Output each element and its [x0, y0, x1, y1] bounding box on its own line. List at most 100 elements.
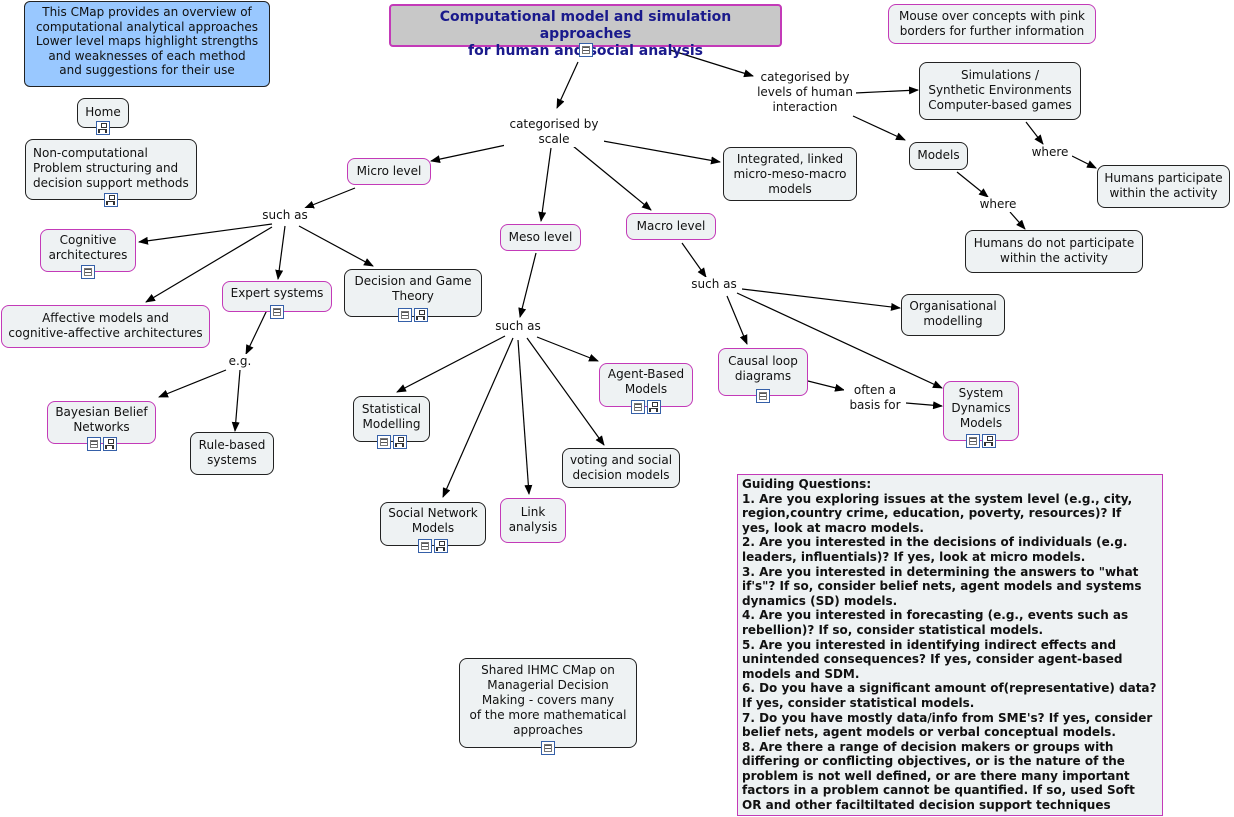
concept-label: Decision and Game Theory [354, 274, 472, 303]
link [538, 147, 552, 222]
link [518, 252, 537, 318]
concept-cognitive-architectures[interactable]: Cognitive architectures [40, 229, 136, 279]
submap-icon[interactable] [982, 434, 996, 448]
mouse-over-note: Mouse over concepts with pink borders fo… [888, 4, 1096, 44]
concept-agent-based-models[interactable]: Agent-Based Models [599, 363, 693, 414]
mouse-over-text: Mouse over concepts with pink borders fo… [898, 9, 1086, 38]
concept-bayesian-belief-networks[interactable]: Bayesian Belief Networks [47, 401, 156, 451]
link-label-such-as: such as [257, 208, 313, 223]
concept-voting-social-decision[interactable]: voting and social decision models [562, 448, 680, 488]
link [1071, 155, 1097, 169]
concept-label: Rule-based systems [198, 438, 266, 467]
document-icon[interactable] [376, 435, 391, 449]
concept-system-dynamics-models[interactable]: System Dynamics Models [943, 381, 1019, 448]
concept-social-network-models[interactable]: Social Network Models [380, 502, 486, 553]
concept-integrated-models[interactable]: Integrated, linked micro-meso-macro mode… [723, 147, 857, 201]
concept-label: Shared IHMC CMap on Managerial Decision … [469, 663, 627, 737]
document-icon[interactable] [270, 305, 284, 319]
submap-icon[interactable] [104, 193, 118, 207]
link [396, 335, 506, 393]
submap-icon[interactable] [102, 437, 117, 451]
link [536, 336, 599, 362]
concept-label: Simulations / Synthetic Environments Com… [928, 68, 1072, 112]
concept-link-analysis[interactable]: Link analysis [500, 498, 566, 543]
concept-label: Statistical Modelling [361, 402, 422, 431]
guiding-question: 8. Are there a range of decision makers … [742, 739, 1135, 813]
concept-label: Expert systems [230, 286, 324, 300]
submap-icon[interactable] [414, 308, 428, 322]
document-icon[interactable] [418, 539, 432, 553]
concept-simulations[interactable]: Simulations / Synthetic Environments Com… [919, 62, 1081, 120]
concept-organisational-modelling[interactable]: Organisational modelling [901, 294, 1005, 336]
concept-statistical-modelling[interactable]: Statistical Modelling [353, 396, 430, 449]
link [430, 144, 507, 164]
link [669, 49, 754, 78]
concept-micro-level[interactable]: Micro level [347, 158, 431, 185]
concept-expert-systems[interactable]: Expert systems [222, 281, 332, 319]
concept-humans-participate[interactable]: Humans participate within the activity [1097, 165, 1230, 208]
document-icon[interactable] [398, 308, 412, 322]
link-label-where: where [1028, 145, 1072, 160]
link-label-by-scale: categorised by scale [504, 117, 604, 147]
document-icon[interactable] [756, 389, 770, 403]
document-icon[interactable] [966, 434, 980, 448]
document-icon[interactable] [81, 265, 95, 279]
guiding-question: 4. Are you interested in forecasting (e.… [742, 608, 1129, 637]
link [138, 223, 273, 245]
submap-icon[interactable] [647, 400, 661, 414]
guiding-question: 7. Do you have mostly data/info from SME… [742, 710, 1153, 740]
concept-label: Organisational modelling [909, 299, 997, 328]
link [145, 226, 273, 303]
link [526, 337, 605, 446]
link [517, 339, 533, 495]
concept-humans-not-participate[interactable]: Humans do not participate within the act… [965, 230, 1143, 273]
document-icon[interactable] [86, 437, 101, 451]
link [245, 309, 268, 355]
concept-label: Micro level [356, 164, 422, 178]
concept-label: Integrated, linked micro-meso-macro mode… [733, 152, 847, 196]
concept-label: voting and social decision models [569, 453, 673, 482]
link [736, 292, 943, 389]
guiding-question: 1. Are you exploring issues at the syste… [742, 491, 1133, 535]
submap-icon[interactable] [96, 121, 110, 135]
info-box: This CMap provides an overview of comput… [24, 1, 270, 87]
concept-decision-game-theory[interactable]: Decision and Game Theory [344, 269, 482, 322]
concept-home[interactable]: Home [77, 98, 129, 135]
info-text: This CMap provides an overview of comput… [35, 5, 259, 78]
link [681, 242, 707, 278]
concept-non-computational[interactable]: Non-computational Problem structuring an… [25, 139, 197, 207]
link [304, 187, 356, 209]
concept-causal-loop-diagrams[interactable]: Causal loop diagrams [718, 348, 808, 403]
link-label-such-as: such as [490, 319, 546, 334]
link-label-often-basis: often a basis for [844, 383, 906, 413]
concept-label: System Dynamics Models [951, 386, 1011, 430]
concept-label: Social Network Models [388, 506, 478, 535]
concept-models[interactable]: Models [909, 142, 968, 170]
link [852, 115, 906, 141]
concept-label: Home [85, 105, 121, 119]
concept-affective-models[interactable]: Affective models and cognitive-affective… [1, 305, 210, 348]
link [275, 225, 286, 280]
submap-icon[interactable] [434, 539, 448, 553]
guiding-question: 6. Do you have a significant amount of(r… [742, 681, 1157, 710]
concept-label: Causal loop diagrams [728, 354, 798, 383]
document-icon[interactable] [578, 43, 593, 57]
concept-shared-ihmc-cmap[interactable]: Shared IHMC CMap on Managerial Decision … [459, 658, 637, 755]
concept-label: Affective models and cognitive-affective… [8, 311, 203, 340]
map-title-text: Computational model and simulation appro… [439, 9, 732, 59]
concept-label: Agent-Based Models [607, 367, 685, 396]
submap-icon[interactable] [392, 435, 407, 449]
concept-rule-based-systems[interactable]: Rule-based systems [190, 432, 274, 475]
concept-label: Humans do not participate within the act… [973, 236, 1135, 265]
guiding-question: 3. Are you interested in determining the… [742, 564, 1142, 608]
concept-label: Non-computational Problem structuring an… [33, 146, 189, 190]
link-label-by-levels: categorised by levels of human interacti… [754, 70, 856, 115]
document-icon[interactable] [541, 741, 555, 755]
link-label-where: where [976, 197, 1020, 212]
document-icon[interactable] [631, 400, 645, 414]
concept-label: Cognitive architectures [48, 233, 128, 262]
link [956, 171, 989, 198]
concept-meso-level[interactable]: Meso level [500, 224, 581, 251]
concept-macro-level[interactable]: Macro level [626, 213, 716, 240]
link [807, 380, 845, 392]
